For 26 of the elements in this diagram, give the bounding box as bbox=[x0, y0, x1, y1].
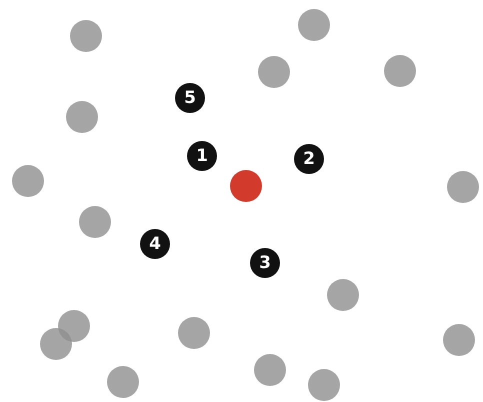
circle-dot bbox=[258, 56, 290, 88]
circle-dot bbox=[70, 20, 102, 52]
circle-dot bbox=[308, 369, 340, 401]
center-dot bbox=[230, 170, 262, 202]
circle-dot bbox=[40, 328, 72, 360]
circle-dot bbox=[447, 171, 479, 203]
number-label: 4 bbox=[149, 236, 161, 252]
circle-dot bbox=[254, 354, 286, 386]
number-badge bbox=[250, 248, 280, 278]
circle-dot bbox=[107, 366, 139, 398]
number-label: 2 bbox=[303, 150, 315, 168]
number-badge bbox=[175, 83, 205, 113]
circle-dot bbox=[384, 55, 416, 87]
circle-dot bbox=[79, 206, 111, 238]
number-badge bbox=[140, 229, 170, 259]
circle-dot bbox=[178, 317, 210, 349]
number-badge bbox=[294, 144, 324, 174]
number-badge bbox=[187, 141, 217, 171]
circle-dot bbox=[327, 279, 359, 311]
circle-dot bbox=[66, 101, 98, 133]
number-label: 5 bbox=[184, 90, 196, 106]
circle-dot bbox=[12, 165, 44, 197]
circle-dot bbox=[298, 9, 330, 41]
number-label: 1 bbox=[196, 148, 208, 164]
circle-dot bbox=[443, 324, 475, 356]
number-label: 3 bbox=[259, 254, 271, 272]
